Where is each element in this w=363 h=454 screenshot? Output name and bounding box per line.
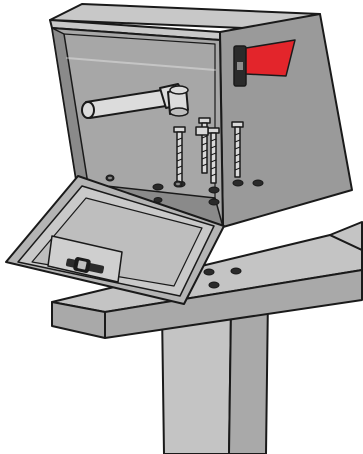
crossarm-hole (231, 268, 241, 274)
floor-hole (233, 180, 243, 186)
floor-hole (209, 199, 219, 205)
crossarm-hole (204, 269, 214, 275)
crossarm-hole (209, 282, 219, 288)
floor-hole (153, 184, 163, 190)
nut (196, 127, 208, 135)
floor-hole (209, 187, 219, 193)
floor-hole (253, 180, 263, 186)
